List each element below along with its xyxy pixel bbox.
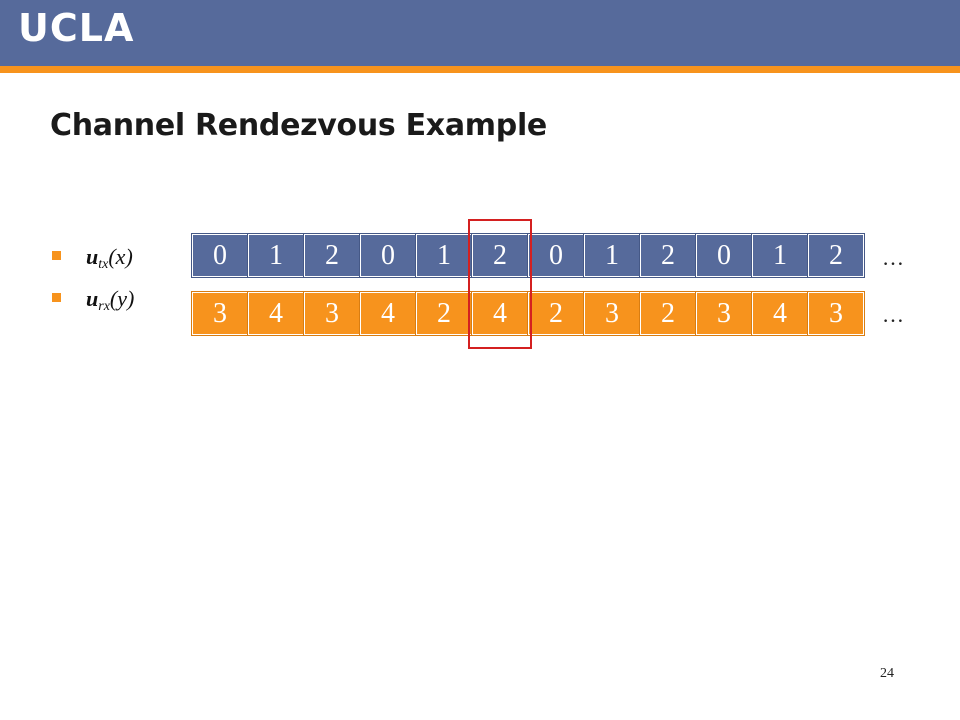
sequence-cell: 3 xyxy=(807,291,865,336)
sequence-cell: 4 xyxy=(247,291,305,336)
sequence-row-tx: 0 1 2 0 1 2 0 1 2 0 1 2 xyxy=(191,233,865,278)
sequence-cell: 1 xyxy=(415,233,473,278)
label-subscript: tx xyxy=(98,257,109,272)
label-symbol: u xyxy=(86,244,99,269)
page-number: 24 xyxy=(880,666,894,681)
label-argument: (y) xyxy=(109,286,135,311)
sequence-cell: 0 xyxy=(359,233,417,278)
ellipsis-tx: … xyxy=(882,245,906,270)
header-bar: UCLA xyxy=(0,0,960,66)
sequence-cell: 0 xyxy=(695,233,753,278)
sequence-cell: 3 xyxy=(191,291,249,336)
sequence-cell: 2 xyxy=(807,233,865,278)
sequence-cell: 2 xyxy=(303,233,361,278)
sequence-cell: 4 xyxy=(359,291,417,336)
label-argument: (x) xyxy=(108,244,133,269)
header-stripe xyxy=(0,66,960,73)
sequence-cell: 2 xyxy=(639,291,697,336)
sequence-cell: 2 xyxy=(471,233,529,278)
sequence-cell: 1 xyxy=(751,233,809,278)
sequence-label-rx: urx(y) xyxy=(86,286,135,314)
ucla-logo: UCLA xyxy=(18,6,135,50)
bullet-marker-rx xyxy=(52,293,61,302)
sequence-cell: 3 xyxy=(583,291,641,336)
rendezvous-highlight-box xyxy=(468,219,532,349)
sequence-label-tx: utx(x) xyxy=(86,244,133,272)
sequence-row-rx: 3 4 3 4 2 4 2 3 2 3 4 3 xyxy=(191,291,865,336)
sequence-cell: 2 xyxy=(415,291,473,336)
sequence-cell: 2 xyxy=(527,291,585,336)
sequence-cell: 0 xyxy=(191,233,249,278)
label-subscript: rx xyxy=(98,299,110,314)
label-symbol: u xyxy=(86,286,99,311)
sequence-cell: 2 xyxy=(639,233,697,278)
sequence-cell: 3 xyxy=(303,291,361,336)
slide-title: Channel Rendezvous Example xyxy=(50,108,547,143)
sequence-cell: 3 xyxy=(695,291,753,336)
ellipsis-rx: … xyxy=(882,302,906,327)
sequence-cell: 4 xyxy=(471,291,529,336)
sequence-cell: 1 xyxy=(583,233,641,278)
bullet-marker-tx xyxy=(52,251,61,260)
sequence-cell: 0 xyxy=(527,233,585,278)
sequence-cell: 1 xyxy=(247,233,305,278)
sequence-cell: 4 xyxy=(751,291,809,336)
